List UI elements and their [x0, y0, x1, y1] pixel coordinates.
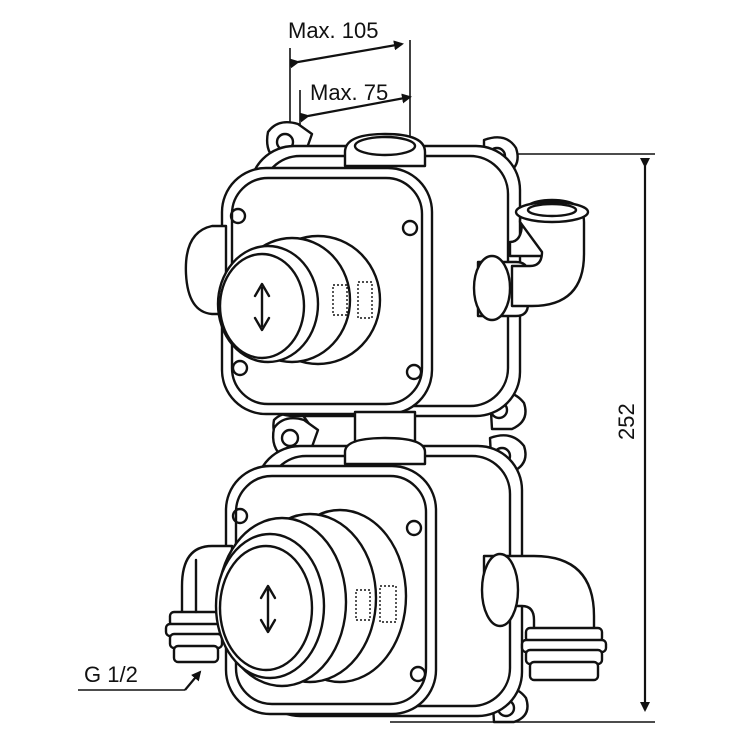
thread-label: G 1/2 — [84, 662, 138, 687]
max-75-label: Max. 75 — [310, 80, 388, 105]
lower-left-elbow — [164, 544, 234, 664]
height-252-label: 252 — [614, 403, 639, 440]
upper-right-elbow — [472, 198, 590, 322]
lower-valve-body — [164, 417, 608, 724]
dimension-max-105: Max. 105 — [288, 18, 411, 235]
upper-left-port — [184, 224, 228, 316]
max-105-label: Max. 105 — [288, 18, 379, 43]
dimension-max-75: Max. 75 — [299, 80, 412, 235]
lower-right-elbow — [480, 552, 608, 682]
upper-knob[interactable] — [216, 234, 382, 366]
lower-knob-arrow-icon — [259, 584, 277, 634]
upper-top-port — [343, 132, 427, 168]
dimension-thread: G 1/2 — [78, 662, 202, 691]
upper-knob-arrow-icon — [253, 282, 271, 332]
upper-valve-body — [184, 121, 590, 444]
lower-knob[interactable] — [214, 508, 408, 688]
